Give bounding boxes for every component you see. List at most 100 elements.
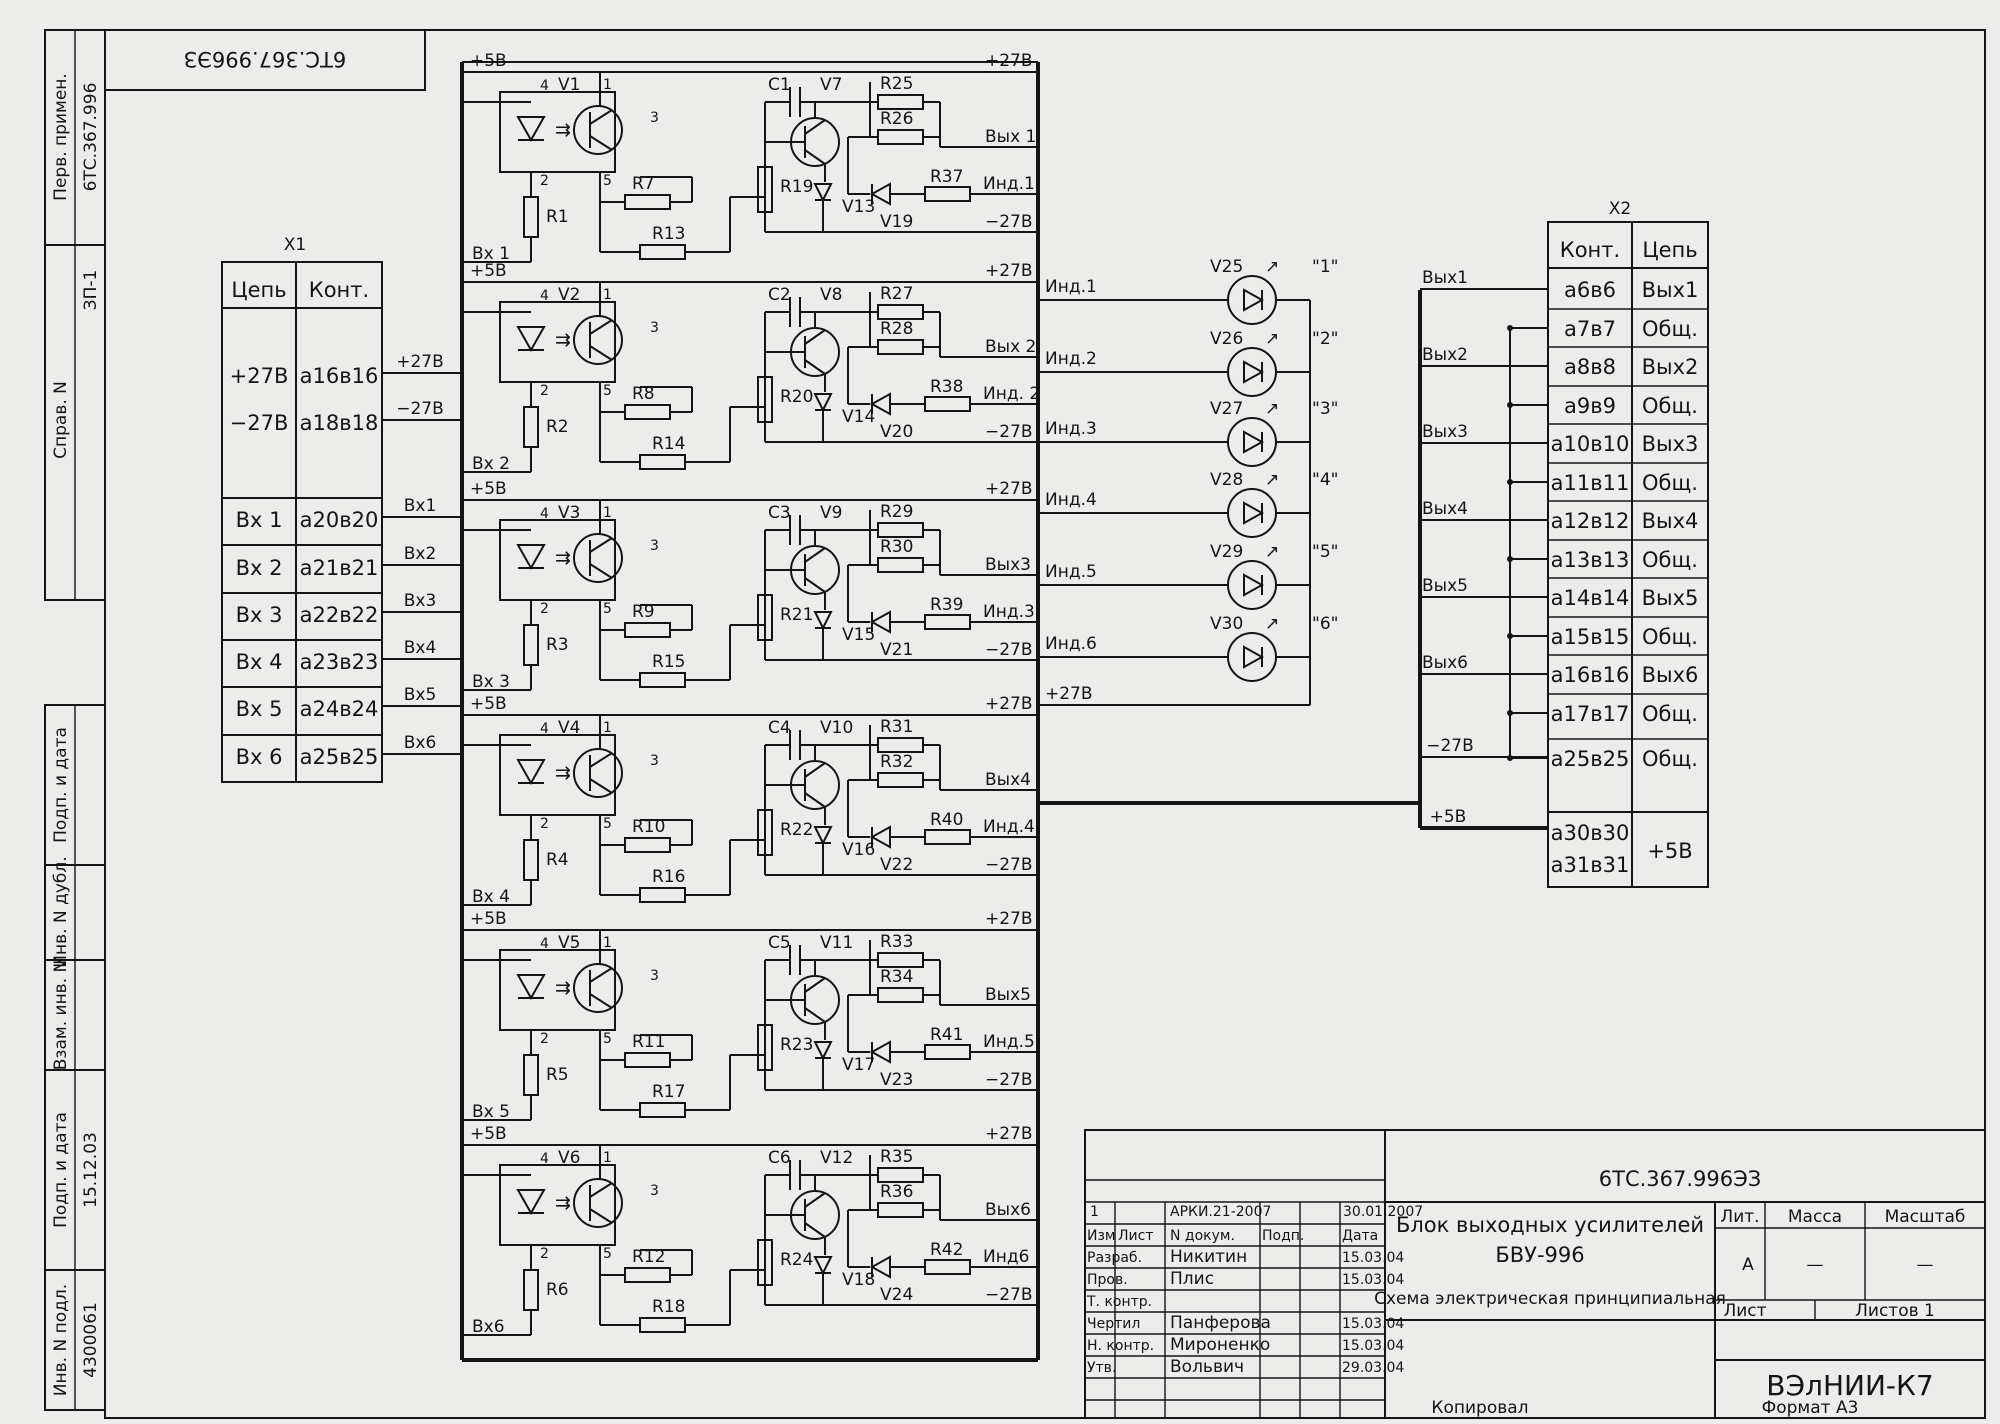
minus27-label: −27В	[985, 855, 1033, 875]
x2-net-cell: Общ.	[1642, 747, 1698, 771]
indicator-supply: +27В	[1038, 300, 1311, 706]
phototransistor	[573, 748, 623, 798]
tr-emitter	[804, 792, 826, 808]
tr-collector	[804, 762, 826, 778]
capacitor-label: C1	[768, 75, 791, 95]
junction-dot	[1507, 479, 1513, 485]
resistor-label: R9	[632, 602, 655, 622]
led-icon	[1243, 573, 1265, 597]
capacitor-label: C3	[768, 503, 791, 523]
opto-ref: V2	[558, 285, 580, 305]
side-stamp: Перв. примен. 6ТС.367.996 Справ. N ЗП-1 …	[44, 29, 106, 1411]
junction-dot	[1507, 633, 1513, 639]
resistor-R24	[757, 1239, 773, 1286]
x2-pins-cell: а17в17	[1551, 702, 1630, 726]
pt-emitter	[589, 778, 613, 794]
opto-ref: V5	[558, 933, 580, 953]
plus27-label: +27В	[985, 694, 1033, 714]
minus27-label: −27В	[985, 212, 1033, 232]
light-arrow-icon: ⇉	[555, 1192, 571, 1214]
optocoupler-V6	[499, 1164, 616, 1246]
resistor-label: R31	[880, 717, 913, 737]
tr-emitter	[804, 149, 826, 165]
diode-label: V16	[842, 840, 875, 860]
podp-data2-value: 15.12.03	[81, 1132, 101, 1208]
x2-pins-cell: а8в8	[1564, 355, 1616, 379]
output-label: Вых6	[985, 1200, 1031, 1220]
x2-pins-cell: а9в9	[1564, 394, 1616, 418]
input-label: Вх6	[472, 1317, 505, 1337]
phototransistor	[573, 533, 623, 583]
tb-role: Разраб.	[1087, 1250, 1142, 1266]
resistor-label: R13	[652, 224, 685, 244]
resistor-label: R38	[930, 377, 963, 397]
tr-emitter	[804, 1222, 826, 1238]
resistor-label: R12	[632, 1247, 665, 1267]
led-icon	[516, 759, 546, 786]
pin-label: 1	[603, 77, 612, 93]
light-arrow-icon: ⇉	[555, 762, 571, 784]
diode-label: V17	[842, 1055, 875, 1075]
x2-pins-cell: а15в15	[1551, 625, 1630, 649]
light-ray-icon: ↗	[1265, 614, 1279, 634]
x1-header-net: Цепь	[231, 278, 286, 302]
transistor-label: V12	[820, 1148, 853, 1168]
indicator-label: "1"	[1312, 257, 1338, 277]
x2-pins-cell: а14в14	[1551, 586, 1630, 610]
light-ray-icon: ↗	[1265, 399, 1279, 419]
inv-podl-value: 4300061	[81, 1302, 101, 1378]
pin-label: 2	[540, 383, 549, 399]
x2-pins-cell: а11в11	[1551, 471, 1630, 495]
led-icon	[516, 326, 546, 353]
transistor-label: V8	[820, 285, 842, 305]
x2-wire-label: Вых2	[1422, 345, 1468, 365]
resistor-label: R35	[880, 1147, 913, 1167]
pt-collector	[589, 1182, 613, 1198]
resistor-label: R10	[632, 817, 665, 837]
title-line-2: БВУ-996	[1495, 1243, 1584, 1267]
pin-label: 3	[650, 968, 659, 984]
indicator-output-label: Инд.5	[983, 1032, 1035, 1052]
indicator-ref: V25	[1210, 257, 1243, 277]
resistor-label: R29	[880, 502, 913, 522]
tb-name: Никитин	[1170, 1247, 1247, 1267]
x2-net-cell: Вых1	[1642, 278, 1699, 302]
inv-dubl-label: Инв. N дубл.	[51, 856, 71, 967]
x2-net-cell: Общ.	[1642, 394, 1698, 418]
tb-date: 15.03.04	[1342, 1272, 1404, 1288]
input-label: Вх 5	[472, 1102, 510, 1122]
x1-pins-cell: а16в16	[300, 364, 379, 388]
resistor-label: R33	[880, 932, 913, 952]
podp-data2-label: Подп. и дата	[51, 1112, 71, 1228]
pin-label: 5	[603, 383, 612, 399]
title-line-3: Схема электрическая принципиальная	[1374, 1289, 1726, 1309]
x1-pins-cell: а20в20	[300, 508, 379, 532]
pin-label: 5	[603, 1031, 612, 1047]
pin-label: 2	[540, 173, 549, 189]
x2-wire-label: Вых6	[1422, 653, 1468, 673]
output-label: Вых5	[985, 985, 1031, 1005]
rev-doc: АРКИ.21-2007	[1170, 1204, 1271, 1220]
x1-wire-label: Вх4	[404, 638, 437, 658]
x2-last-pins-1: а30в30	[1551, 821, 1630, 845]
tb-header: Изм	[1087, 1228, 1115, 1244]
plus27-label: +27В	[985, 1124, 1033, 1144]
masshtab-value: —	[1917, 1255, 1934, 1275]
code-top: 6ТС.367.996ЭЗ	[184, 47, 347, 71]
pin-label: 2	[540, 1031, 549, 1047]
tb-header: N докум.	[1170, 1228, 1235, 1244]
plus5-label: +5В	[470, 1124, 507, 1144]
input-label: Вх 4	[472, 887, 510, 907]
tb-role: Н. контр.	[1087, 1338, 1154, 1354]
resistor-label: R36	[880, 1182, 913, 1202]
indicator-output-label: Инд. 2	[983, 384, 1040, 404]
pin-label: 3	[650, 320, 659, 336]
